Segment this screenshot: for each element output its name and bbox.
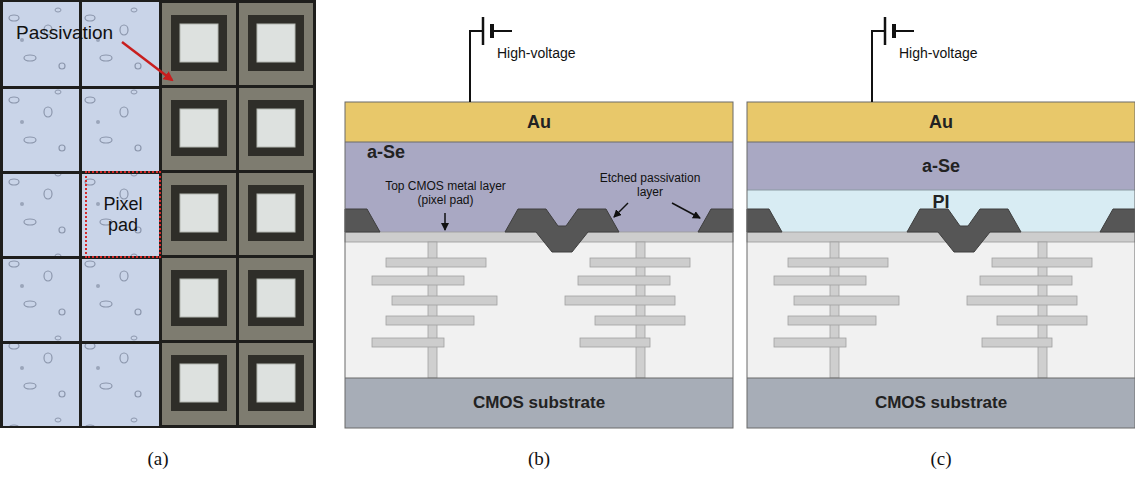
voltage-label: High-voltage: [899, 45, 978, 61]
selenium-layer: a-Se: [747, 142, 1135, 190]
leader-arrow: [672, 203, 700, 218]
cross-section-b: [345, 17, 733, 428]
leader-arrow: [444, 213, 446, 230]
pixel-pad-box: Pixel pad: [85, 171, 161, 258]
passivation-arrow: [122, 42, 172, 80]
micrograph-frame: [0, 0, 316, 428]
subfigure-label: (b): [509, 448, 569, 470]
subfigure-label: (a): [128, 448, 188, 470]
layer-name: Pixel pad: [91, 194, 155, 235]
bare-pixels: [162, 3, 313, 425]
layer-name: a-Se: [367, 142, 405, 163]
voltage-label: High-voltage: [497, 45, 576, 61]
gold-electrode-layer: Au: [345, 102, 733, 142]
callout-label: Passivation: [16, 22, 113, 44]
layer-boundary: [747, 190, 1135, 191]
layer-name: CMOS substrate: [473, 393, 605, 413]
gold-electrode-layer: Au: [747, 102, 1135, 142]
pixel-grid: [3, 2, 159, 426]
a-se-layer: [747, 142, 1135, 190]
layer-name: a-Se: [922, 156, 960, 177]
leader-arrow: [614, 203, 628, 217]
substrate-layer: CMOS substrate: [747, 378, 1135, 428]
layer-name: PI: [932, 192, 949, 213]
layer-name: Au: [527, 112, 551, 133]
substrate-layer: CMOS substrate: [345, 378, 733, 428]
layer-name: CMOS substrate: [875, 393, 1007, 413]
subfigure-label: (c): [911, 448, 971, 470]
layer-name: Au: [929, 112, 953, 133]
cross-section-c: [747, 17, 1135, 428]
callout-label: Etched passivation layer: [595, 172, 705, 200]
se-covered-pixels: [3, 2, 159, 426]
callout-label: Top CMOS metal layer (pixel pad): [383, 180, 508, 208]
polyimide-layer: PI: [747, 189, 1135, 216]
